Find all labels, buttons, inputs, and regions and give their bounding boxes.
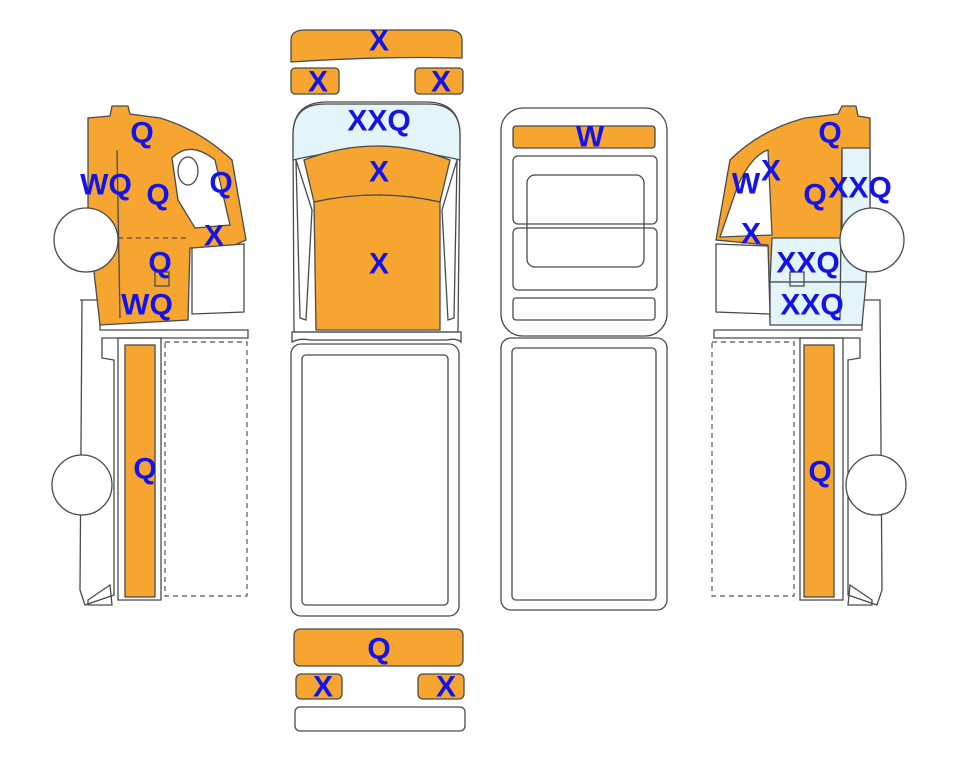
- label-left-roof-top: Q: [130, 117, 153, 150]
- label-right-door-upper-a: W: [732, 168, 761, 201]
- left-frame: [79, 299, 249, 606]
- right-rear-step: [847, 583, 873, 606]
- right-cargo-rail: [799, 337, 844, 601]
- roof-cargo-panel: [511, 347, 657, 601]
- roof-cab-outline: [500, 107, 668, 337]
- roof-cargo-box: [500, 337, 668, 611]
- left-handle: [154, 271, 170, 287]
- damage-labels: X X X XXQ X X Q X X W Q WQ Q Q X Q WQ Q …: [80, 25, 892, 704]
- left-cargo-rail: [117, 337, 162, 601]
- front-mirror-right: [441, 159, 458, 321]
- label-left-door-upper: WQ: [80, 169, 132, 202]
- label-right-sill: XXQ: [780, 289, 843, 322]
- right-frame: [713, 299, 883, 606]
- front-cab-base: [291, 331, 462, 344]
- rear-bumper[interactable]: [293, 628, 464, 667]
- roof-view: [500, 107, 668, 611]
- left-cargo-dashed: [164, 341, 248, 597]
- label-right-cargo-side: Q: [808, 456, 831, 489]
- label-right-door-mid: Q: [803, 179, 826, 212]
- right-rear-wheel: [845, 454, 907, 516]
- left-rear-step: [87, 583, 113, 606]
- right-side-view: [711, 105, 907, 606]
- label-rear-light-left: X: [313, 671, 333, 704]
- label-front-windshield: XXQ: [347, 105, 410, 138]
- rear-step: [294, 706, 466, 732]
- front-mirror-left: [295, 159, 313, 321]
- label-left-sill: WQ: [121, 289, 173, 322]
- front-hood-main[interactable]: [313, 194, 441, 331]
- right-cargo-side[interactable]: [803, 344, 835, 598]
- front-cargo-panel: [301, 354, 449, 606]
- label-rear-bumper: Q: [367, 633, 390, 666]
- label-left-door-lower: Q: [148, 247, 171, 280]
- label-front-hood-main: X: [369, 248, 389, 281]
- left-mirror-shape: [177, 156, 199, 186]
- right-front-wheel: [839, 207, 905, 273]
- left-rear-wheel: [51, 454, 113, 516]
- label-rear-light-right: X: [436, 671, 456, 704]
- left-door-seam: [116, 149, 121, 319]
- left-cargo-side[interactable]: [124, 344, 156, 598]
- left-front-wheel: [53, 207, 119, 273]
- roof-rear-strip: [512, 297, 656, 321]
- label-front-bumper: X: [369, 25, 389, 58]
- label-right-door-upper-b: X: [761, 155, 781, 188]
- label-right-front-corner: X: [741, 218, 761, 251]
- label-roof-top-strip: W: [576, 121, 605, 154]
- left-side-view: [51, 105, 249, 606]
- rear-light-left[interactable]: [295, 673, 343, 700]
- label-left-front-corner: X: [204, 220, 224, 253]
- left-door-opening: [191, 243, 245, 315]
- label-front-fog-left: X: [308, 66, 328, 99]
- right-window-cutout: [719, 149, 773, 238]
- front-view: [290, 29, 466, 732]
- roof-hatch: [526, 174, 645, 268]
- label-left-door-mid: Q: [146, 179, 169, 212]
- front-fog-light-left[interactable]: [290, 67, 340, 95]
- right-cargo-dashed: [711, 341, 795, 597]
- label-left-mirror: Q: [209, 167, 232, 200]
- label-left-cargo-side: Q: [133, 453, 156, 486]
- label-front-hood-upper: X: [369, 156, 389, 189]
- right-handle: [789, 271, 805, 287]
- front-fog-light-right[interactable]: [414, 67, 464, 95]
- label-front-fog-right: X: [431, 66, 451, 99]
- front-cargo-box: [290, 343, 460, 617]
- rear-light-right[interactable]: [417, 673, 465, 700]
- label-right-roof-top: Q: [818, 117, 841, 150]
- label-right-door-lower: XXQ: [776, 247, 839, 280]
- roof-top-strip[interactable]: [512, 125, 656, 149]
- right-door-opening: [715, 243, 771, 315]
- roof-panel-lower: [512, 227, 658, 291]
- front-bumper[interactable]: [290, 29, 463, 63]
- roof-panel-upper: [512, 155, 658, 225]
- label-right-window: XXQ: [828, 172, 891, 205]
